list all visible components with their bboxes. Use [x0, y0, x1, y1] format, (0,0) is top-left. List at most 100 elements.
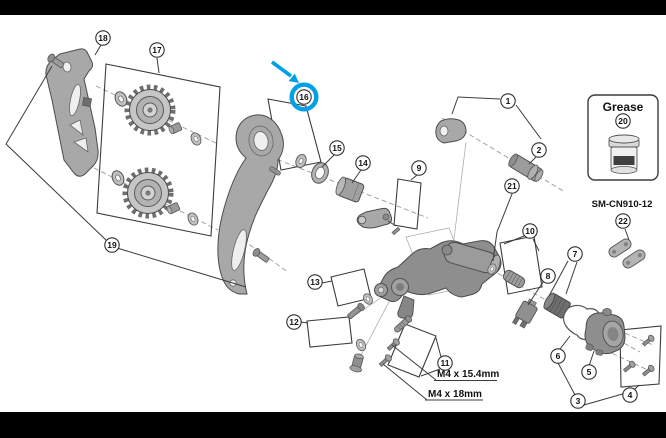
- outer-plate: [217, 114, 284, 295]
- callout-circle-12: [286, 314, 302, 330]
- callout-circle-8: [540, 268, 556, 284]
- callout-number-10: 10: [525, 226, 535, 236]
- motor-screws-4: [621, 333, 656, 378]
- motor-unit: [584, 308, 626, 356]
- callout-14: 14: [355, 155, 371, 171]
- callout-number-3: 3: [576, 396, 581, 406]
- callout-22: 22: [615, 213, 631, 229]
- inner-plate: [45, 48, 99, 177]
- callout-20: 20: [615, 113, 631, 129]
- callout-circle-21: [504, 178, 520, 194]
- callout-17: 17: [149, 42, 165, 58]
- callout-circle-14: [355, 155, 371, 171]
- callout-number-8: 8: [546, 271, 551, 281]
- callout-10: 10: [522, 223, 538, 239]
- callout-circle-13: [307, 274, 323, 290]
- chain-quick-link: [606, 236, 648, 271]
- callout-number-7: 7: [573, 249, 578, 259]
- plate-bolt-18: [47, 53, 65, 69]
- callout-circle-17: [149, 42, 165, 58]
- callout-2: 2: [531, 142, 547, 158]
- callout-7: 7: [567, 246, 583, 262]
- callout-circle-9: [411, 160, 427, 176]
- callout-number-17: 17: [152, 45, 162, 55]
- callout-number-16: 16: [299, 92, 309, 102]
- callout-circle-19: [104, 237, 120, 253]
- callout-number-14: 14: [358, 158, 368, 168]
- callout-number-19: 19: [107, 240, 117, 250]
- spring-bolt-11: [394, 315, 413, 333]
- chain-model-label: SM-CN910-12: [592, 199, 653, 210]
- b-bracket-1: [435, 118, 467, 144]
- axle-unit-2: [508, 153, 544, 182]
- callout-3: 3: [570, 393, 586, 409]
- box-screws-11: [387, 323, 437, 378]
- callout-19: 19: [104, 237, 120, 253]
- fixing-screws-11: [377, 337, 402, 369]
- callout-circle-4: [622, 387, 638, 403]
- adjust-nut-12: [349, 337, 368, 373]
- callout-1: 1: [500, 93, 516, 109]
- callout-circle-11: [437, 355, 453, 371]
- grease-label: Grease: [603, 100, 644, 114]
- leader-lines: [5, 44, 640, 406]
- spring-bushing-10: [502, 269, 526, 289]
- cable-lever-9: [356, 207, 401, 236]
- callout-number-20: 20: [618, 116, 628, 126]
- grease-jar: [608, 134, 640, 174]
- callout-circle-22: [615, 213, 631, 229]
- callout-15: 15: [329, 140, 345, 156]
- callout-circle-7: [567, 246, 583, 262]
- callout-5: 5: [581, 364, 597, 380]
- bushing-cap-14: [335, 176, 365, 203]
- callout-number-5: 5: [587, 367, 592, 377]
- callout-circle-15: [329, 140, 345, 156]
- box-12: [306, 316, 353, 348]
- callout-11: 11: [437, 355, 453, 371]
- box-9: [393, 178, 422, 230]
- callout-12: 12: [286, 314, 302, 330]
- callout-number-2: 2: [537, 145, 542, 155]
- callout-9: 9: [411, 160, 427, 176]
- callout-16: 16: [289, 82, 319, 112]
- plate-stopper-pin: [269, 166, 281, 176]
- box-pulley-set-17: [96, 63, 221, 237]
- highlight-arrow: [270, 60, 299, 83]
- callout-6: 6: [550, 348, 566, 364]
- callout-number-11: 11: [441, 358, 450, 368]
- letterbox-top: [0, 0, 666, 15]
- callout-number-21: 21: [507, 181, 517, 191]
- callout-number-12: 12: [289, 317, 299, 327]
- guide-pulley: [127, 87, 173, 133]
- callout-circle-5: [581, 364, 597, 380]
- callout-number-6: 6: [556, 351, 561, 361]
- callout-circle-6: [550, 348, 566, 364]
- callout-number-1: 1: [506, 96, 511, 106]
- callout-circle-1: [500, 93, 516, 109]
- screw-spec-long-label: M4 x 15.4mm: [437, 369, 499, 380]
- callout-21: 21: [504, 178, 520, 194]
- box-motor-screws-4: [619, 325, 662, 388]
- callout-circle-2: [531, 142, 547, 158]
- callout-number-4: 4: [628, 390, 633, 400]
- screw-spec-short-label: M4 x 18mm: [428, 389, 482, 400]
- seal-ring-15: [311, 162, 329, 184]
- callout-circle-16: [296, 89, 312, 105]
- callout-number-22: 22: [618, 216, 628, 226]
- callout-18: 18: [95, 30, 111, 46]
- callout-number-9: 9: [417, 163, 422, 173]
- stopper-plate-bolt: [252, 248, 270, 263]
- callout-number-15: 15: [332, 143, 342, 153]
- callout-13: 13: [307, 274, 323, 290]
- callout-number-18: 18: [98, 33, 108, 43]
- letterbox-bottom: [0, 412, 666, 438]
- tension-pulley: [125, 170, 171, 216]
- callout-circle-3: [570, 393, 586, 409]
- callout-number-13: 13: [310, 277, 320, 287]
- stroke-bolt-13: [347, 291, 375, 320]
- callout-circle-18: [95, 30, 111, 46]
- main-body: [374, 240, 502, 319]
